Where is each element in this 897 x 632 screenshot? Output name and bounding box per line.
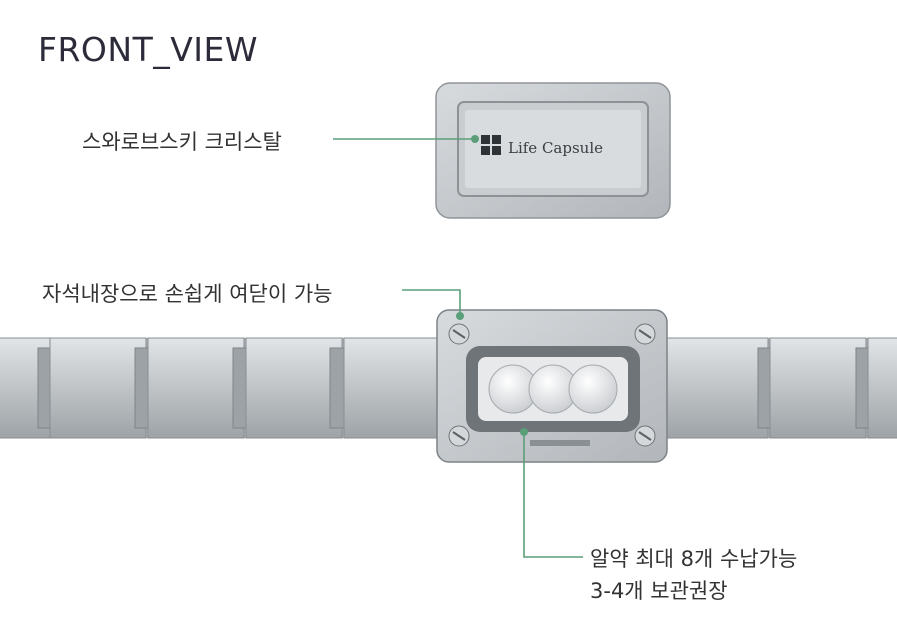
callout-crystal: 스와로브스키 크리스탈 xyxy=(82,130,282,154)
leader-dot-capacity xyxy=(520,428,528,436)
page-title: FRONT_VIEW xyxy=(38,30,259,69)
pill xyxy=(568,364,618,414)
screw-icon xyxy=(448,425,470,447)
plate-brand-text: Life Capsule xyxy=(508,139,603,157)
crystal-plate: Life Capsule xyxy=(435,82,671,219)
leader-dot-crystal xyxy=(471,135,479,143)
callout-capacity-line2: 3-4개 보관권장 xyxy=(590,579,728,603)
leader-line-capacity xyxy=(523,432,583,558)
callout-magnet: 자석내장으로 손쉽게 여닫이 가능 xyxy=(42,282,333,306)
screw-icon xyxy=(634,425,656,447)
leader-dot-magnet xyxy=(456,312,464,320)
leader-line-magnet xyxy=(402,289,461,314)
callout-capacity-line1: 알약 최대 8개 수납가능 xyxy=(590,547,798,571)
logo-mark-icon xyxy=(481,135,501,155)
screw-icon xyxy=(448,323,470,345)
screw-icon xyxy=(634,323,656,345)
capsule-module xyxy=(436,309,668,463)
